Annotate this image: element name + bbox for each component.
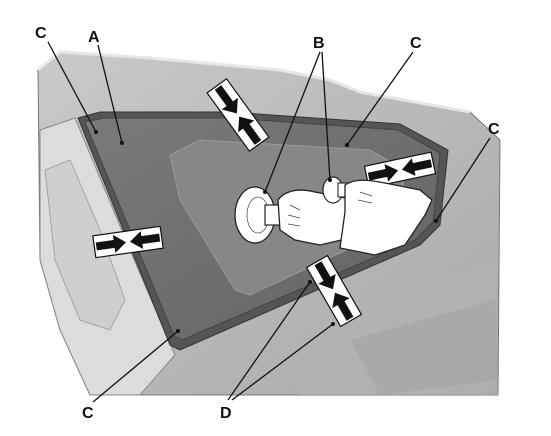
callout-a: A bbox=[88, 29, 100, 46]
callout-c-top-left: C bbox=[35, 25, 47, 42]
hands-icon bbox=[339, 179, 433, 256]
interior-seat bbox=[44, 159, 126, 331]
leader-heads bbox=[94, 130, 438, 333]
inward-arrows-icon bbox=[363, 151, 437, 189]
body-shading-2 bbox=[350, 300, 498, 395]
callout-c-right: C bbox=[488, 121, 500, 138]
callout-c-top-right: C bbox=[410, 35, 422, 52]
roof-edge bbox=[37, 50, 471, 114]
leader-lines bbox=[47, 41, 491, 403]
hands-icon bbox=[277, 189, 353, 246]
callout-b: B bbox=[313, 35, 325, 52]
inward-arrows-icon bbox=[206, 77, 270, 153]
callout-d: D bbox=[220, 405, 232, 422]
inward-arrows-icon bbox=[92, 225, 164, 259]
callout-c-bottom-left: C bbox=[82, 405, 94, 422]
inward-arrows-icon bbox=[305, 254, 363, 328]
